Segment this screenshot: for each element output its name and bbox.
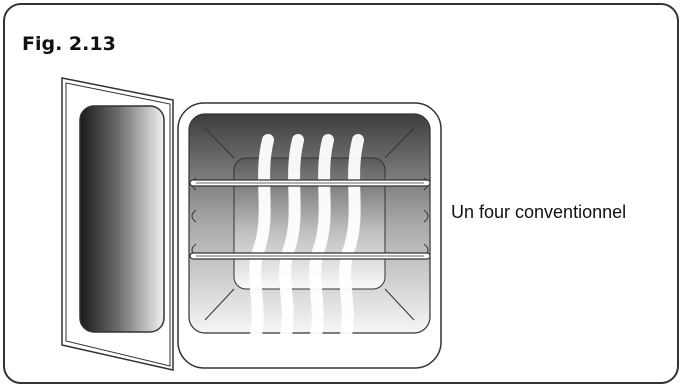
figure-label: Fig. 2.13 xyxy=(22,33,116,55)
figure-caption: Un four conventionnel xyxy=(451,202,627,222)
door-window xyxy=(79,105,165,333)
heat-waves xyxy=(249,134,364,341)
oven-rack-lower xyxy=(189,252,431,260)
oven-door xyxy=(61,77,174,371)
oven-cavity xyxy=(177,102,442,369)
oven-rack-upper xyxy=(189,179,431,187)
